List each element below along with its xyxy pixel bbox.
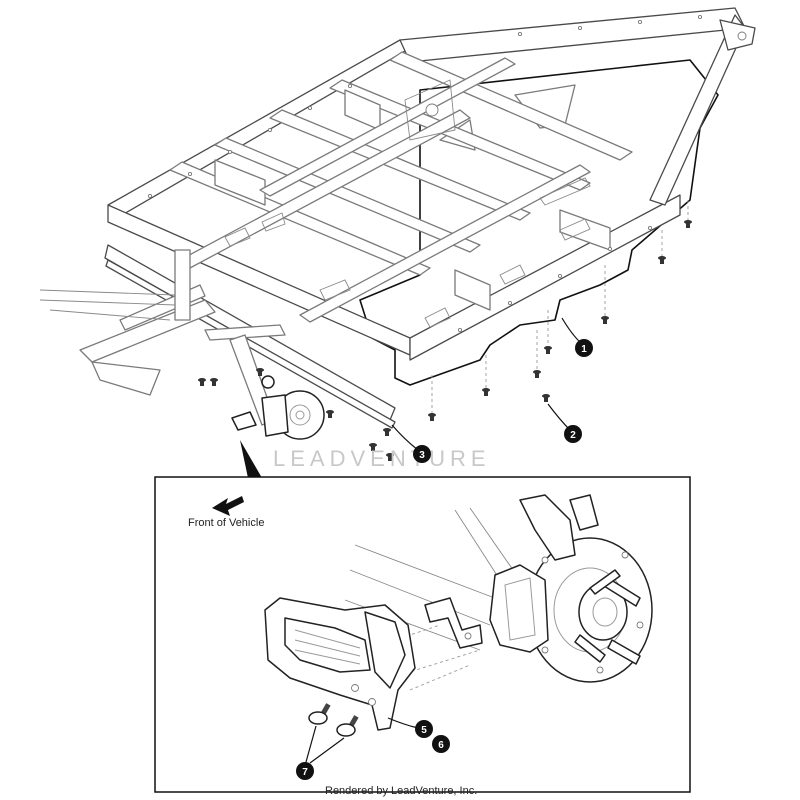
inset-pointer	[240, 440, 262, 478]
hitch-tab	[719, 19, 756, 51]
bolt-7a	[308, 703, 331, 725]
callout-7[interactable]: 7	[296, 725, 345, 780]
front-of-vehicle-indicator: Front of Vehicle	[188, 496, 264, 529]
callout-3[interactable]: 3	[391, 424, 431, 463]
bolt-7b	[336, 715, 359, 737]
detail-inset: Front of Vehicle	[154, 476, 691, 797]
frame-holes	[147, 14, 703, 333]
bolts-main	[198, 220, 692, 461]
brake-rotor	[527, 537, 653, 683]
steering-knuckle	[519, 494, 576, 561]
callout-1[interactable]: 1	[561, 317, 593, 357]
watermark: LEADVENTURE	[273, 446, 491, 471]
svg-text:7: 7	[302, 767, 308, 778]
svg-text:6: 6	[438, 740, 444, 751]
callout-5[interactable]: 5	[387, 717, 433, 738]
callout-2[interactable]: 2	[547, 403, 582, 443]
svg-text:5: 5	[421, 725, 427, 736]
rendered-by-footer: Rendered by LeadVenture, Inc.	[325, 785, 477, 797]
guard-part	[264, 597, 416, 731]
svg-text:2: 2	[570, 430, 576, 441]
brake-assembly-main	[231, 375, 325, 440]
front-of-vehicle-label: Front of Vehicle	[188, 517, 264, 529]
svg-text:1: 1	[581, 344, 587, 355]
svg-text:3: 3	[419, 450, 425, 461]
direction-arrow-icon	[212, 496, 244, 516]
chassis-frame	[39, 7, 756, 461]
callout-6[interactable]: 6	[432, 735, 450, 753]
